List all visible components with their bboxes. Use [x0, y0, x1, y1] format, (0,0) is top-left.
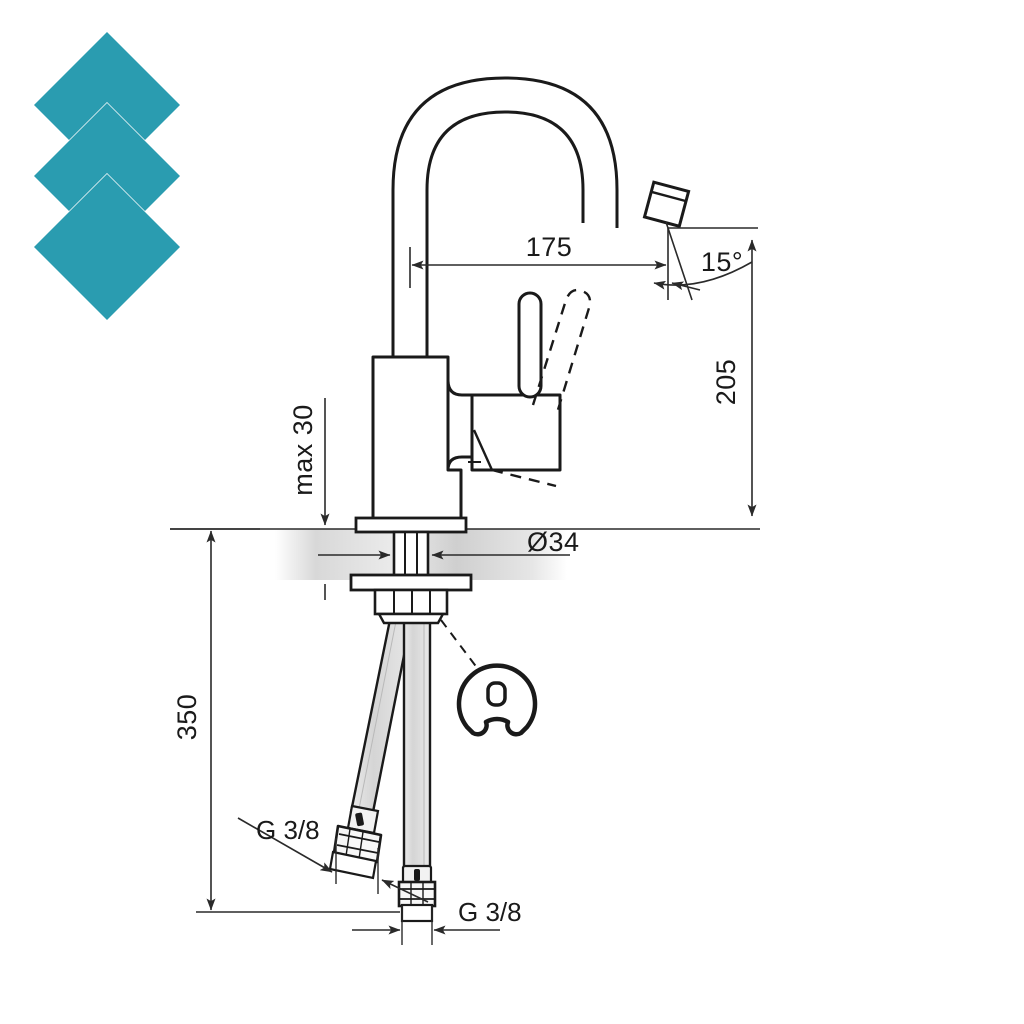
lever-handle-open-dashed	[491, 288, 592, 488]
dimension-aerator-angle: 15°	[653, 221, 758, 301]
dimension-label-g38-left: G 3/8	[256, 815, 320, 845]
dimension-max-counter-thickness: max 30	[288, 398, 330, 600]
logo-chevron-top	[34, 32, 180, 140]
mounting-shank	[349, 530, 473, 625]
flexible-hose-right	[397, 598, 437, 923]
dimension-thread-left: G 3/8	[237, 815, 429, 903]
lever-handle-closed[interactable]	[517, 291, 543, 399]
dimension-spout-reach: 175	[409, 228, 669, 300]
dimension-base-diameter: Ø34	[318, 527, 580, 560]
dimension-total-height: 205	[711, 239, 757, 517]
hose-fitting-bottom	[397, 880, 437, 908]
dimension-label-175: 175	[526, 232, 573, 262]
dimension-label-max30: max 30	[288, 404, 318, 496]
washer-plate	[349, 573, 473, 592]
dimension-label-350: 350	[172, 694, 202, 741]
valve-housing	[470, 393, 562, 472]
dimension-hose-length: 350	[170, 528, 400, 913]
retaining-c-clip	[440, 619, 538, 737]
dimension-label-205: 205	[711, 359, 741, 406]
dimension-label-g38-bottom: G 3/8	[458, 897, 522, 927]
flexible-hose-left	[328, 598, 417, 880]
triple-chevron-logo	[34, 32, 180, 320]
dimension-thread-bottom: G 3/8	[352, 897, 522, 945]
logo-diamond-bottom	[34, 174, 180, 320]
dimension-label-d34: Ø34	[527, 527, 580, 557]
c-clip-leader-line	[440, 619, 488, 682]
gooseneck-spout	[391, 76, 691, 357]
dimension-label-15deg: 15°	[701, 247, 743, 277]
mixer-body	[371, 355, 562, 522]
base-flange	[354, 516, 468, 534]
aerator-outlet	[642, 180, 691, 229]
logo-chevron-middle	[34, 103, 180, 211]
